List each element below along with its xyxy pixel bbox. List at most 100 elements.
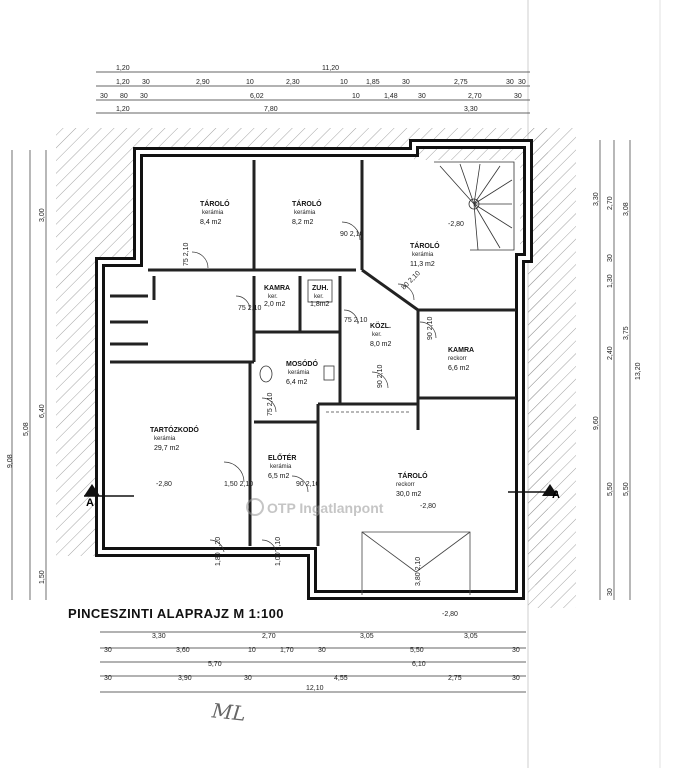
svg-text:10: 10 bbox=[352, 93, 360, 100]
svg-text:5,08: 5,08 bbox=[23, 422, 30, 436]
svg-text:10: 10 bbox=[340, 79, 348, 86]
svg-text:75 2,10: 75 2,10 bbox=[238, 305, 261, 312]
room-corridor: KÖZL. ker. 8,0 m2 bbox=[370, 321, 392, 348]
svg-text:8,2 m2: 8,2 m2 bbox=[292, 219, 314, 226]
svg-text:30: 30 bbox=[506, 79, 514, 86]
svg-text:90 2,10: 90 2,10 bbox=[427, 317, 434, 340]
svg-text:MOSÓDÓ: MOSÓDÓ bbox=[286, 359, 318, 368]
door-swings bbox=[191, 221, 437, 553]
svg-text:3,75: 3,75 bbox=[623, 326, 630, 340]
room-laundry: MOSÓDÓ kerámia 6,4 m2 bbox=[286, 359, 318, 386]
svg-text:30: 30 bbox=[100, 93, 108, 100]
svg-text:3,05: 3,05 bbox=[464, 633, 478, 640]
svg-text:5,50: 5,50 bbox=[410, 647, 424, 654]
svg-text:TÁROLÓ: TÁROLÓ bbox=[292, 199, 322, 208]
svg-text:ELŐTÉR: ELŐTÉR bbox=[268, 453, 296, 462]
svg-text:30: 30 bbox=[142, 79, 150, 86]
svg-text:1,85: 1,85 bbox=[366, 79, 380, 86]
svg-text:reckorr: reckorr bbox=[448, 356, 467, 362]
svg-text:KAMRA: KAMRA bbox=[264, 285, 290, 292]
svg-text:KAMRA: KAMRA bbox=[448, 347, 474, 354]
svg-text:30: 30 bbox=[512, 675, 520, 682]
svg-text:75 2,10: 75 2,10 bbox=[344, 317, 367, 324]
svg-text:-2,80: -2,80 bbox=[420, 503, 436, 510]
section-label-left: A bbox=[86, 497, 94, 509]
right-dimension-lines bbox=[599, 140, 631, 600]
spiral-stair bbox=[434, 161, 515, 251]
svg-text:2,30: 2,30 bbox=[286, 79, 300, 86]
fixtures bbox=[259, 279, 335, 383]
svg-text:2,70: 2,70 bbox=[468, 93, 482, 100]
garage-markings bbox=[326, 411, 471, 595]
svg-text:90 2,10: 90 2,10 bbox=[340, 231, 363, 238]
svg-text:2,75: 2,75 bbox=[448, 675, 462, 682]
svg-text:11,3 m2: 11,3 m2 bbox=[410, 261, 435, 268]
svg-text:8,0 m2: 8,0 m2 bbox=[370, 341, 392, 348]
section-marker-right: A bbox=[508, 484, 560, 501]
svg-text:75 2,10: 75 2,10 bbox=[183, 243, 190, 266]
svg-text:30: 30 bbox=[402, 79, 410, 86]
svg-text:1,20: 1,20 bbox=[116, 65, 130, 72]
svg-text:kerámia: kerámia bbox=[154, 436, 176, 442]
svg-text:TARTÓZKODÓ: TARTÓZKODÓ bbox=[150, 425, 199, 434]
svg-text:1,80 1,20: 1,80 1,20 bbox=[215, 537, 222, 566]
svg-text:3,30: 3,30 bbox=[464, 106, 478, 113]
svg-text:1,70: 1,70 bbox=[280, 647, 294, 654]
plan-title: PINCESZINTI ALAPRAJZ M 1:100 bbox=[68, 606, 284, 621]
svg-text:11,20: 11,20 bbox=[322, 65, 339, 72]
svg-text:80 2,10: 80 2,10 bbox=[400, 270, 422, 292]
svg-text:1,50: 1,50 bbox=[39, 570, 46, 584]
svg-text:30: 30 bbox=[512, 647, 520, 654]
svg-text:3,80 2,10: 3,80 2,10 bbox=[415, 557, 422, 586]
svg-text:30: 30 bbox=[514, 93, 522, 100]
watermark: OTP Ingatlanpont bbox=[246, 498, 383, 516]
watermark-text: OTP Ingatlanpont bbox=[267, 500, 384, 516]
svg-text:3,05: 3,05 bbox=[360, 633, 374, 640]
room-shower: ZUH. ker. 1,8m2 bbox=[310, 285, 330, 308]
svg-text:1,30: 1,30 bbox=[607, 274, 614, 288]
svg-text:4,55: 4,55 bbox=[334, 675, 348, 682]
svg-text:3,30: 3,30 bbox=[152, 633, 166, 640]
svg-text:30: 30 bbox=[244, 675, 252, 682]
bottom-dimension-texts: 3,30 2,70 3,05 3,05 30 3,60 10 1,70 30 5… bbox=[104, 633, 520, 692]
svg-text:1,20: 1,20 bbox=[116, 79, 130, 86]
svg-text:kerámia: kerámia bbox=[294, 210, 316, 216]
svg-text:6,40: 6,40 bbox=[39, 404, 46, 418]
svg-text:-2,80: -2,80 bbox=[156, 481, 172, 488]
room-living: TARTÓZKODÓ kerámia 29,7 m2 bbox=[150, 425, 199, 452]
svg-text:6,4 m2: 6,4 m2 bbox=[286, 379, 308, 386]
svg-text:2,70: 2,70 bbox=[262, 633, 276, 640]
door-labels: 90 2,10 75 2,10 75 2,10 75 2,10 80 2,10 … bbox=[183, 231, 434, 586]
svg-text:1,48: 1,48 bbox=[384, 93, 398, 100]
svg-text:6,6 m2: 6,6 m2 bbox=[448, 365, 470, 372]
svg-text:ker.: ker. bbox=[372, 332, 382, 338]
left-dimension-lines bbox=[11, 150, 47, 600]
svg-text:reckorr: reckorr bbox=[396, 482, 415, 488]
svg-text:30: 30 bbox=[607, 254, 614, 262]
svg-text:2,70: 2,70 bbox=[607, 196, 614, 210]
svg-text:5,50: 5,50 bbox=[607, 482, 614, 496]
svg-text:3,30: 3,30 bbox=[593, 192, 600, 206]
room-pantry-1: KAMRA ker. 2,0 m2 bbox=[264, 285, 290, 308]
svg-text:75 2,10: 75 2,10 bbox=[267, 393, 274, 416]
svg-text:90 2,10: 90 2,10 bbox=[377, 365, 384, 388]
room-storage-1: TÁROLÓ kerámia 8,4 m2 bbox=[200, 199, 230, 226]
svg-text:2,40: 2,40 bbox=[607, 346, 614, 360]
svg-text:29,7 m2: 29,7 m2 bbox=[154, 445, 179, 452]
svg-text:3,60: 3,60 bbox=[176, 647, 190, 654]
section-label-right: A bbox=[552, 489, 560, 501]
svg-text:-2,80: -2,80 bbox=[448, 221, 464, 228]
svg-text:80: 80 bbox=[120, 93, 128, 100]
svg-text:2,75: 2,75 bbox=[454, 79, 468, 86]
svg-text:8,4 m2: 8,4 m2 bbox=[200, 219, 222, 226]
svg-text:5,50: 5,50 bbox=[623, 482, 630, 496]
room-storage-2: TÁROLÓ kerámia 8,2 m2 bbox=[292, 199, 322, 226]
svg-text:ker.: ker. bbox=[268, 294, 278, 300]
svg-text:9,60: 9,60 bbox=[593, 416, 600, 430]
svg-text:2,0 m2: 2,0 m2 bbox=[264, 301, 286, 308]
svg-text:3,08: 3,08 bbox=[623, 202, 630, 216]
svg-text:10: 10 bbox=[248, 647, 256, 654]
svg-text:kerámia: kerámia bbox=[202, 210, 224, 216]
svg-text:kerámia: kerámia bbox=[412, 252, 434, 258]
svg-text:30: 30 bbox=[104, 675, 112, 682]
